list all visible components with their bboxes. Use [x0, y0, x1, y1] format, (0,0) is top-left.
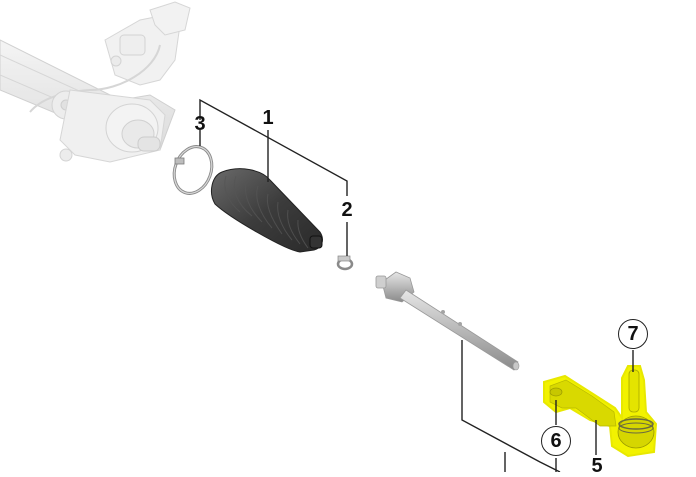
steering-rack-housing: [0, 1, 191, 163]
callout-5: 5: [591, 455, 603, 477]
small-clamp-part: [336, 255, 354, 271]
leader-lines: [199, 98, 634, 472]
bellows-boot-part: [211, 168, 323, 253]
tie-rod-end-highlighted: [543, 365, 658, 458]
callout-7: 7: [618, 319, 648, 349]
callout-6: 6: [541, 426, 571, 456]
callout-2: 2: [341, 199, 353, 221]
clamp-ring-part: [172, 145, 214, 195]
callout-1: 1: [262, 107, 274, 129]
bracket-leader: [199, 98, 348, 196]
inner-tie-rod-part: [375, 271, 520, 371]
callout-3: 3: [194, 113, 206, 135]
